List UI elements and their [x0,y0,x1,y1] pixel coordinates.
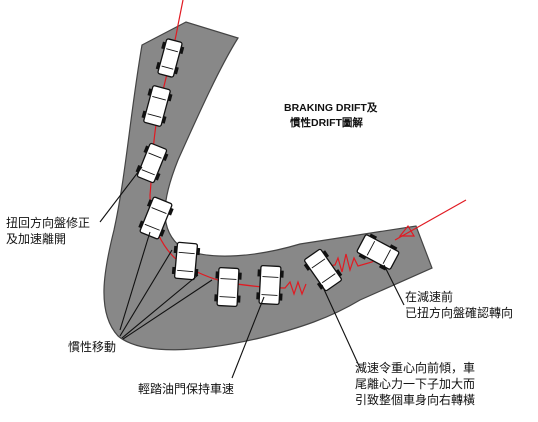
direction-arrowhead [398,224,416,237]
diagram-title-line2: 慣性DRIFT圖解 [289,116,363,129]
label-steer-back-2: 及加速離開 [6,232,66,246]
car-7 [256,264,284,306]
leader-lines [99,166,405,379]
label-decel-1: 減速令重心向前傾，車 [355,360,475,375]
label-inertia-move: 慣性移動 [68,339,116,354]
car-5 [171,241,201,281]
diagram-title-line1: BRAKING DRIFT及 [284,102,378,114]
label-light-throttle: 輕踏油門保持車速 [138,381,234,396]
car-3 [135,142,169,184]
car-1 [155,38,185,78]
car-8 [303,248,343,292]
car-2 [141,85,173,127]
label-decel-2: 尾離心力一下子加大而 [355,377,475,391]
car-9 [356,233,400,271]
label-steer-back-1: 扭回方向盤修正 [6,215,90,230]
label-before-decel-2: 已扭方向盤確認轉向 [405,305,513,320]
car-4 [138,196,174,240]
label-decel-3: 引致整個車身向右轉橫 [355,392,475,407]
car-6 [214,266,242,308]
label-before-decel-1: 在減速前 [405,289,453,304]
